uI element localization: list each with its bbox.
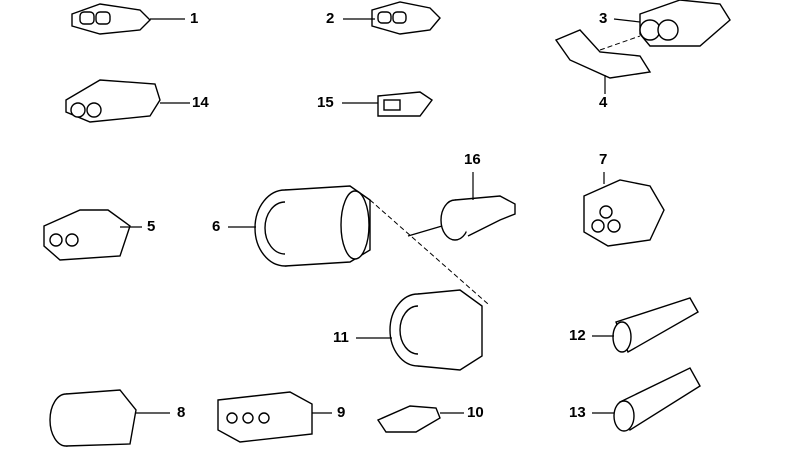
callout-2: 2 <box>326 10 335 27</box>
callout-11: 11 <box>333 329 349 346</box>
callout-16: 16 <box>464 151 481 168</box>
callout-14: 14 <box>192 94 209 111</box>
callout-1: 1 <box>190 10 199 27</box>
callout-15: 15 <box>317 94 334 111</box>
part-2-connector <box>343 1 441 35</box>
assembly-line <box>369 199 489 305</box>
part-7-connector <box>583 172 665 247</box>
callout-9: 9 <box>337 404 346 421</box>
part-4-terminal-housing <box>554 29 652 94</box>
part-1-connector <box>71 3 185 35</box>
callout-4: 4 <box>599 94 608 111</box>
part-16-boot <box>407 172 516 241</box>
part-13-pin-housing <box>592 367 701 432</box>
part-10-connector <box>376 405 464 433</box>
part-6-round-connector <box>228 185 371 267</box>
part-15-connector <box>342 91 434 117</box>
callout-6: 6 <box>212 218 221 235</box>
part-3-connector <box>613 0 731 47</box>
callout-13: 13 <box>569 404 586 421</box>
callout-5: 5 <box>147 218 156 235</box>
part-5-connector <box>43 209 142 261</box>
callout-10: 10 <box>467 404 484 421</box>
callout-8: 8 <box>177 404 186 421</box>
part-11-round-connector <box>356 289 483 371</box>
part-8-round-connector <box>49 389 170 447</box>
callout-12: 12 <box>569 327 586 344</box>
part-14-connector <box>65 79 190 123</box>
part-12-pin-housing <box>592 297 699 354</box>
part-9-connector <box>217 391 332 443</box>
callout-3: 3 <box>599 10 608 27</box>
callout-7: 7 <box>599 151 608 168</box>
